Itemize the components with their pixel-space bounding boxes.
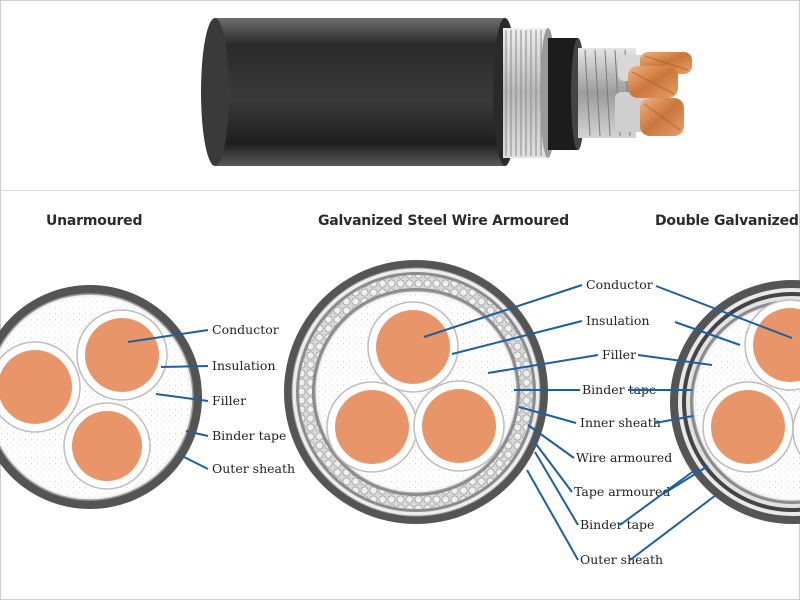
- svg-text:Binder tape: Binder tape: [582, 382, 656, 397]
- copper-conductors: [628, 52, 692, 136]
- svg-text:Filler: Filler: [212, 393, 246, 408]
- svg-text:Filler: Filler: [602, 347, 636, 362]
- unarmoured-cross-section: [0, 285, 202, 509]
- svg-text:Conductor: Conductor: [586, 277, 653, 292]
- svg-text:Conductor: Conductor: [212, 322, 279, 337]
- svg-text:Outer sheath: Outer sheath: [212, 461, 295, 476]
- svg-text:Tape armoured: Tape armoured: [574, 484, 670, 499]
- title-unarmoured: Unarmoured: [46, 213, 143, 229]
- unarmoured-leaders: [127, 329, 209, 470]
- swa-labels: Conductor Insulation Filler Binder tape …: [574, 277, 672, 567]
- svg-text:Binder tape: Binder tape: [212, 428, 286, 443]
- svg-text:Inner sheath: Inner sheath: [580, 415, 661, 430]
- title-double: Double Galvanized Sto: [655, 213, 800, 229]
- outer-jacket: [201, 18, 517, 166]
- unarmoured-labels: Conductor Insulation Filler Binder tape …: [212, 322, 295, 476]
- svg-text:Outer sheath: Outer sheath: [580, 552, 663, 567]
- cable-photo: [201, 18, 692, 166]
- cross-section-diagrams: Conductor Insulation Filler Binder tape …: [0, 260, 800, 567]
- swa-cross-section: [284, 260, 548, 524]
- double-armoured-cross-section: [670, 280, 800, 524]
- title-swa: Galvanized Steel Wire Armoured: [318, 213, 569, 229]
- swa-leaders: [423, 284, 599, 561]
- svg-text:Insulation: Insulation: [212, 358, 276, 373]
- svg-text:Binder tape: Binder tape: [580, 517, 654, 532]
- svg-text:Wire armoured: Wire armoured: [576, 450, 672, 465]
- svg-text:Insulation: Insulation: [586, 313, 650, 328]
- divider: [0, 190, 800, 191]
- double-leaders: [619, 285, 793, 561]
